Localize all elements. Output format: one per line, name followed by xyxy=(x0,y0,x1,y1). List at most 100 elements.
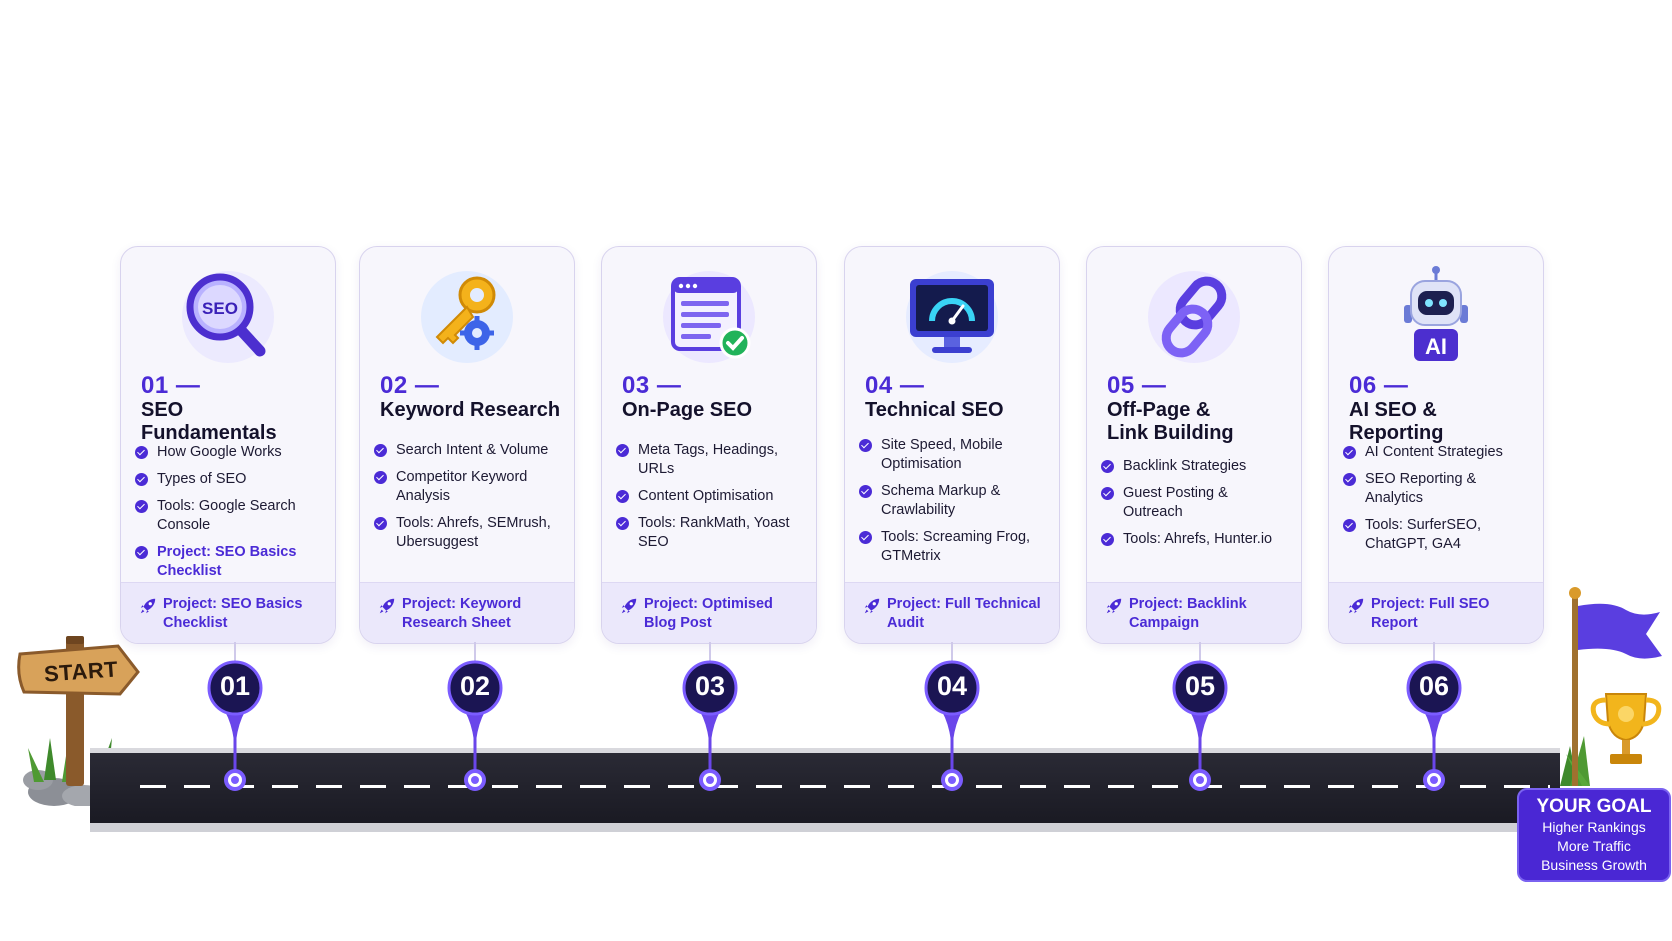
list-item: Search Intent & Volume xyxy=(374,441,564,460)
list-item-project: Project: SEO Basics Checklist xyxy=(135,543,325,581)
connector-line xyxy=(951,642,953,666)
check-icon xyxy=(135,473,148,486)
list-item: Competitor Keyword Analysis xyxy=(374,468,564,506)
check-icon xyxy=(616,444,629,457)
step-marker-05: 05 xyxy=(1172,660,1228,792)
project-footer-label: Project: SEO Basics Checklist xyxy=(163,596,303,631)
check-icon xyxy=(1101,460,1114,473)
svg-text:SEO: SEO xyxy=(202,299,238,318)
project-footer: Project: Optimised Blog Post xyxy=(602,582,816,643)
check-icon xyxy=(1343,446,1356,459)
seo-magnifier-icon: SEO xyxy=(182,271,274,363)
map-pin-icon xyxy=(207,660,263,791)
map-pin-icon xyxy=(682,660,738,791)
check-icon xyxy=(374,444,387,457)
step-card-02: 02 — Keyword Research Search Intent & Vo… xyxy=(359,246,575,644)
step-title: On-Page SEO xyxy=(622,399,753,421)
map-pin-icon xyxy=(924,660,980,791)
rocket-icon xyxy=(379,598,395,614)
step-number: 02 — xyxy=(380,372,440,399)
project-footer-label: Project: Full SEO Report xyxy=(1371,596,1490,631)
project-footer: Project: Backlink Campaign xyxy=(1087,582,1301,643)
connector-line xyxy=(234,642,236,666)
list-item: AI Content Strategies xyxy=(1343,443,1533,462)
road-center-line xyxy=(140,785,1550,788)
check-icon xyxy=(616,490,629,503)
rocket-icon xyxy=(140,598,156,614)
step-card-05: 05 — Off-Page & Link Building Backlink S… xyxy=(1086,246,1302,644)
check-icon xyxy=(859,439,872,452)
map-pin-icon xyxy=(1172,660,1228,791)
check-icon xyxy=(1343,519,1356,532)
step-marker-02: 02 xyxy=(447,660,503,792)
map-pin-icon xyxy=(447,660,503,791)
check-icon xyxy=(374,471,387,484)
list-item: Tools: Screaming Frog, GTMetrix xyxy=(859,528,1049,566)
goal-line: Higher Rankings xyxy=(1542,819,1646,835)
step-card-04: 04 — Technical SEO Site Speed, Mobile Op… xyxy=(844,246,1060,644)
list-item: Content Optimisation xyxy=(616,487,806,506)
step-title: AI SEO & Reporting xyxy=(1349,399,1444,444)
check-icon xyxy=(859,485,872,498)
start-sign-label: START xyxy=(43,656,119,687)
list-item: SEO Reporting & Analytics xyxy=(1343,470,1533,508)
map-pin-icon xyxy=(1406,660,1462,791)
step-marker-06: 06 xyxy=(1406,660,1462,792)
step-card-06: AI 06 — AI SEO & Reporting AI Content St… xyxy=(1328,246,1544,644)
list-item: How Google Works xyxy=(135,443,325,462)
ai-robot-icon: AI xyxy=(1404,266,1468,361)
goal-line: Business Growth xyxy=(1541,857,1647,873)
step-title: Technical SEO xyxy=(865,399,1004,421)
project-footer: Project: Full Technical Audit xyxy=(845,582,1059,643)
step-title: Off-Page & Link Building xyxy=(1107,399,1234,444)
rocket-icon xyxy=(621,598,637,614)
step-card-01: SEO 01 — SEO Fundamentals How Google Wor… xyxy=(120,246,336,644)
topic-list: Backlink Strategies Guest Posting & Outr… xyxy=(1101,457,1291,557)
road xyxy=(90,748,1560,832)
list-item: Tools: Google Search Console xyxy=(135,497,325,535)
connector-line xyxy=(1199,642,1201,666)
project-footer-label: Project: Optimised Blog Post xyxy=(644,596,773,631)
svg-text:AI: AI xyxy=(1425,334,1447,359)
check-icon xyxy=(1101,487,1114,500)
rocket-icon xyxy=(864,598,880,614)
step-card-03: 03 — On-Page SEO Meta Tags, Headings, UR… xyxy=(601,246,817,644)
topic-list: Site Speed, Mobile Optimisation Schema M… xyxy=(859,436,1049,574)
project-footer: Project: Keyword Research Sheet xyxy=(360,582,574,643)
connector-line xyxy=(709,642,711,666)
step-marker-label: 05 xyxy=(1184,671,1216,701)
list-item: Tools: Ahrefs, SEMrush, Ubersuggest xyxy=(374,514,564,552)
goal-title: YOUR GOAL xyxy=(1536,796,1652,817)
topic-list: AI Content Strategies SEO Reporting & An… xyxy=(1343,443,1533,562)
check-icon xyxy=(135,446,148,459)
check-icon xyxy=(1101,533,1114,546)
project-footer-label: Project: Full Technical Audit xyxy=(887,596,1041,631)
webpage-check-icon xyxy=(663,271,755,363)
list-item: Guest Posting & Outreach xyxy=(1101,484,1291,522)
step-marker-01: 01 xyxy=(207,660,263,792)
key-gear-icon xyxy=(421,271,513,363)
goal-box: YOUR GOAL Higher Rankings More Traffic B… xyxy=(1517,788,1671,882)
topic-list: How Google Works Types of SEO Tools: Goo… xyxy=(135,443,325,589)
step-marker-03: 03 xyxy=(682,660,738,792)
list-item: Schema Markup & Crawlability xyxy=(859,482,1049,520)
check-icon xyxy=(1343,473,1356,486)
goal-line: More Traffic xyxy=(1557,838,1631,854)
project-footer-label: Project: Backlink Campaign xyxy=(1129,596,1247,631)
connector-line xyxy=(1433,642,1435,666)
goal-flag-icon xyxy=(1560,587,1662,786)
project-footer: Project: Full SEO Report xyxy=(1329,582,1543,643)
list-item: Site Speed, Mobile Optimisation xyxy=(859,436,1049,474)
step-marker-label: 04 xyxy=(936,671,968,701)
step-marker-label: 02 xyxy=(459,671,491,701)
rocket-icon xyxy=(1106,598,1122,614)
list-item: Tools: Ahrefs, Hunter.io xyxy=(1101,530,1291,549)
start-signpost-icon xyxy=(17,636,140,806)
check-icon xyxy=(859,531,872,544)
list-item: Types of SEO xyxy=(135,470,325,489)
step-number: 01 — xyxy=(141,372,201,399)
step-title: Keyword Research xyxy=(380,399,561,421)
connector-line xyxy=(474,642,476,666)
check-icon xyxy=(135,500,148,513)
